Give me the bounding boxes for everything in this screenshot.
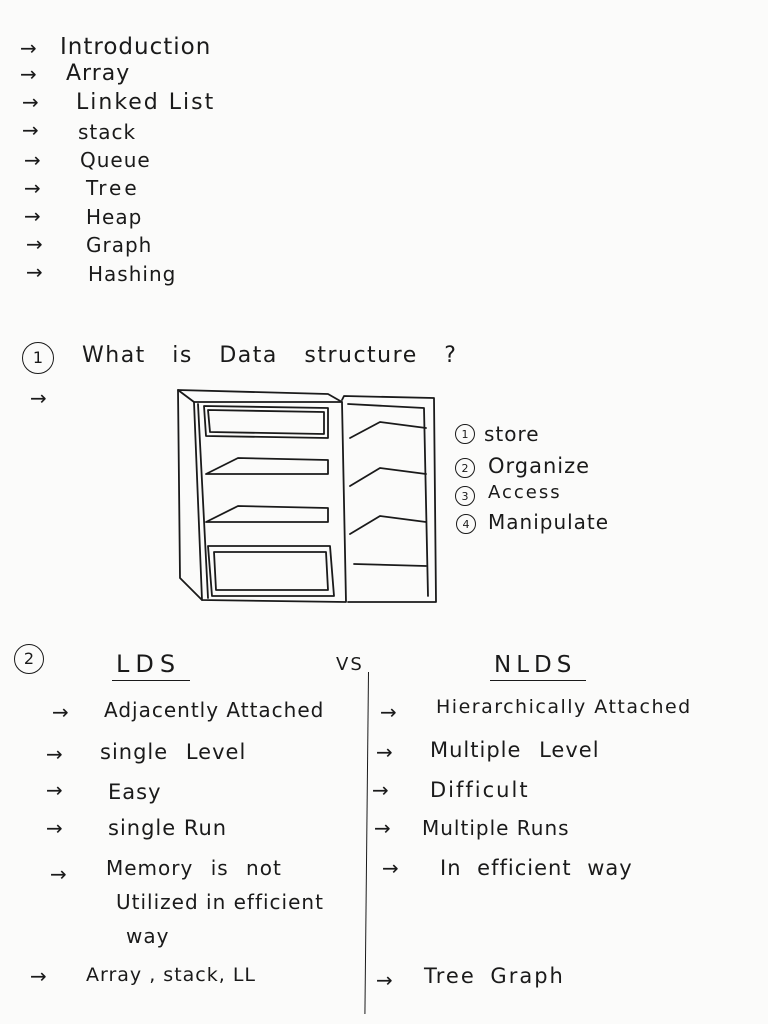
nlds-item: Multiple Runs [422,816,570,840]
arrow-icon: → [30,964,47,988]
nlds-heading: NLDS [494,652,577,678]
use-item-organize: Organize [488,454,591,478]
arrow-icon: → [52,700,69,724]
lds-heading-underline [112,680,190,681]
arrow-icon: → [22,118,39,142]
arrow-icon: → [374,816,391,840]
use-item-manipulate: Manipulate [488,510,610,534]
arrow-icon: → [26,232,43,256]
topic-item: Linked List [76,90,216,115]
arrow-icon: → [24,176,41,200]
arrow-icon: → [20,36,37,60]
use-item-access: Access [488,482,562,503]
list-number: 4 [456,514,476,534]
arrow-icon: → [26,260,43,284]
nlds-item: Tree Graph [424,964,565,988]
arrow-icon: → [24,148,41,172]
arrow-icon: → [376,968,393,992]
topic-item: stack [78,120,137,144]
topic-item: Tree [86,176,140,200]
lds-item: single Run [108,816,228,840]
section-number-2: 2 [14,644,44,674]
topic-item: Queue [80,148,151,172]
list-number: 3 [455,486,475,506]
arrow-icon: → [20,62,37,86]
nlds-item: Difficult [430,778,530,802]
use-item-store: store [484,422,540,446]
arrow-icon: → [30,386,47,410]
arrow-icon: → [50,862,67,886]
nlds-item: In efficient way [440,856,633,880]
lds-item: Easy [108,780,162,804]
nlds-item: Hierarchically Attached [436,696,692,718]
topic-item: Array [66,61,131,86]
lds-item: Memory is not [106,856,282,880]
lds-item: single Level [100,740,247,764]
topic-item: Introduction [60,34,212,60]
arrow-icon: → [382,856,399,880]
vs-label: VS [336,654,364,675]
list-number: 1 [455,424,475,444]
refrigerator-sketch [177,389,437,603]
arrow-icon: → [46,742,63,766]
arrow-icon: → [24,204,41,228]
arrow-icon: → [376,740,393,764]
lds-item: Array , stack, LL [86,964,256,986]
arrow-icon: → [46,778,63,802]
arrow-icon: → [380,700,397,724]
lds-item: way [126,924,170,948]
nlds-heading-underline [490,680,586,681]
lds-item: Adjacently Attached [104,698,325,722]
topic-item: Hashing [88,262,177,286]
column-divider [364,672,369,1014]
topic-item: Heap [86,205,143,229]
topic-item: Graph [86,233,153,257]
nlds-item: Multiple Level [430,738,600,762]
arrow-icon: → [372,778,389,802]
section-heading: What is Data structure ? [82,343,458,368]
section-number-1: 1 [22,342,54,374]
arrow-icon: → [22,90,39,114]
lds-item: Utilized in efficient [116,890,324,914]
lds-heading: LDS [116,650,182,678]
list-number: 2 [455,458,475,478]
arrow-icon: → [46,816,63,840]
